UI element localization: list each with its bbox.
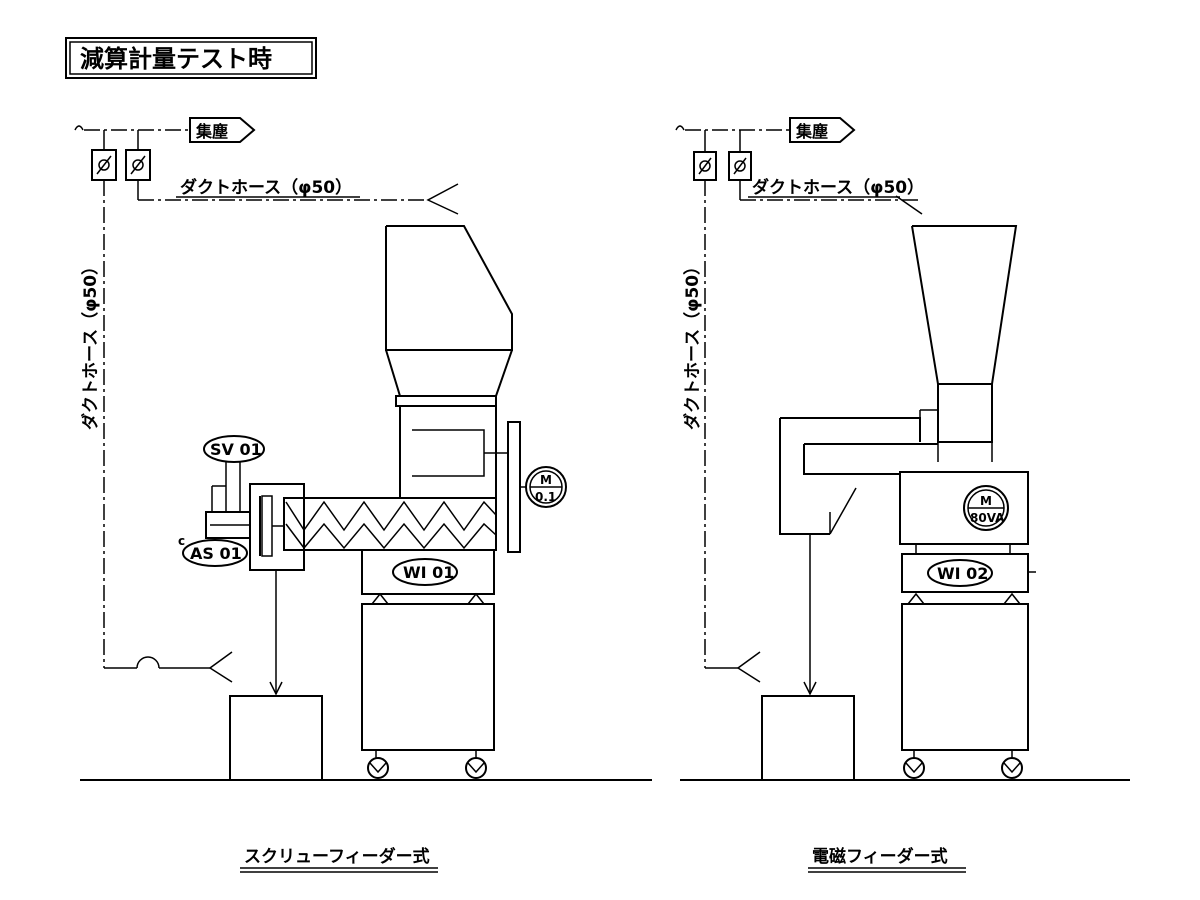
hose-inlet-icon xyxy=(426,183,459,215)
as-tag-bubble xyxy=(182,539,248,567)
dust-collector-arrow xyxy=(189,117,256,143)
support-frame xyxy=(901,603,1029,751)
right-caption: 電磁フィーダー式 xyxy=(808,846,966,873)
caption-vibratory-feeder: 電磁フィーダー式 xyxy=(812,846,948,867)
left-hopper xyxy=(385,225,513,498)
hose-inlet-icon xyxy=(895,195,923,215)
support-frame xyxy=(361,603,495,751)
flow-arrow-icon xyxy=(803,681,817,696)
left-screw-feeder xyxy=(249,421,528,696)
left-motor: M 0.1 xyxy=(525,466,567,508)
diagram-title: 減算計量テスト時 xyxy=(80,45,272,73)
diagram-title-box: 減算計量テスト時 xyxy=(65,37,317,79)
hose-inlet-icon xyxy=(736,651,761,683)
sv-tag-bubble xyxy=(203,435,265,463)
hose-label-horizontal: ダクトホース（φ50） xyxy=(752,177,924,198)
right-receiving-container xyxy=(761,695,855,781)
as-tag: AS 01 xyxy=(190,544,242,563)
left-scale-and-frame: WI 01 xyxy=(361,549,495,779)
hose-label-vertical: ダクトホース（φ50） xyxy=(682,258,703,430)
wi-tag-bubble xyxy=(927,559,993,587)
right-duct-network: 集塵 ダクトホース（φ50） ダクトホース（φ50） xyxy=(675,117,924,683)
as-tag-prefix: c xyxy=(178,534,185,548)
right-scale-and-frame: WI 02 xyxy=(901,543,1036,779)
caster-wheel-icon xyxy=(1001,757,1023,779)
dust-collector-label: 集塵 xyxy=(795,122,828,141)
motor-symbol: M xyxy=(980,494,992,508)
hose-label-vertical: ダクトホース（φ50） xyxy=(80,258,101,430)
wi-tag: WI 02 xyxy=(937,564,988,583)
motor-symbol: M xyxy=(540,473,552,487)
caster-wheel-icon xyxy=(903,757,925,779)
caster-wheel-icon xyxy=(465,757,487,779)
caster-wheel-icon xyxy=(367,757,389,779)
sv-tag: SV 01 xyxy=(210,440,262,459)
caption-screw-feeder: スクリューフィーダー式 xyxy=(244,846,430,867)
wi-tag-bubble xyxy=(392,558,458,586)
wi-tag: WI 01 xyxy=(403,563,454,582)
left-air-cylinder: SV 01 AS 01 c xyxy=(178,435,265,567)
load-cell-box xyxy=(901,553,1029,593)
dust-collector-label: 集塵 xyxy=(195,122,228,141)
right-chute xyxy=(779,417,938,696)
left-receiving-container xyxy=(229,695,323,781)
load-cell-box xyxy=(361,549,495,595)
right-vibratory-feeder: M 80VA xyxy=(899,471,1029,545)
dust-collector-arrow xyxy=(789,117,856,143)
motor-rating: 80VA xyxy=(970,511,1005,525)
flow-arrow-icon xyxy=(269,681,283,696)
hose-inlet-icon xyxy=(208,651,233,683)
hose-label-horizontal: ダクトホース（φ50） xyxy=(180,177,352,198)
left-caption: スクリューフィーダー式 xyxy=(240,846,438,873)
left-duct-network: 集塵 ダクトホース（φ50） ダクトホース（φ50） xyxy=(74,117,459,683)
right-hopper xyxy=(911,225,1018,462)
motor-rating: 0.1 xyxy=(535,490,556,504)
